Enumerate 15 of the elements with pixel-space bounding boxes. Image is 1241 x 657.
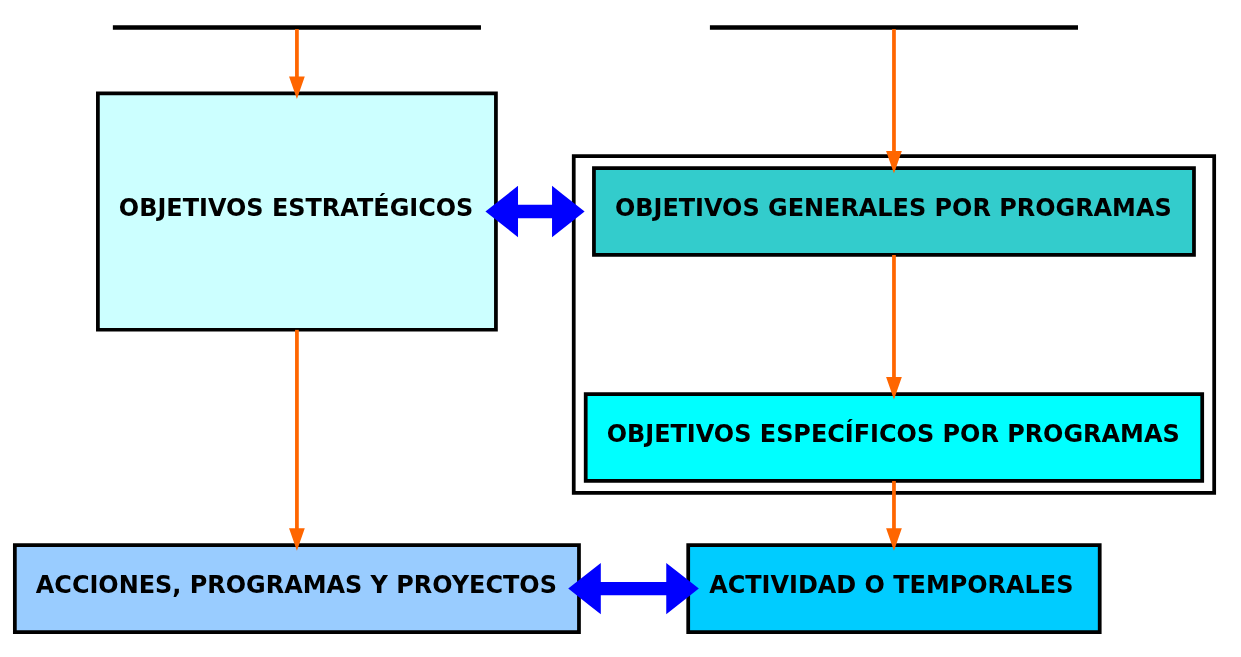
arrow xyxy=(886,254,902,400)
arrow xyxy=(289,28,305,99)
arrow xyxy=(289,329,305,551)
cluster xyxy=(571,153,1217,495)
arrow xyxy=(886,480,902,551)
node-box: OBJETIVOS GENERALES POR PROGRAMAS xyxy=(592,165,1196,257)
node-box: OBJETIVOS ESPECÍFICOS POR PROGRAMAS xyxy=(583,391,1205,483)
node-box: OBJETIVOS ESTRATÉGICOS xyxy=(96,90,498,332)
arrow xyxy=(568,562,699,614)
node-box: ACCIONES, PROGRAMAS Y PROYECTOS xyxy=(13,542,581,634)
arrow xyxy=(485,185,585,237)
node-bar xyxy=(112,24,481,30)
node-box: ACTIVIDAD O TEMPORALES xyxy=(686,542,1102,634)
node-bar xyxy=(709,24,1078,30)
arrow xyxy=(886,28,902,173)
